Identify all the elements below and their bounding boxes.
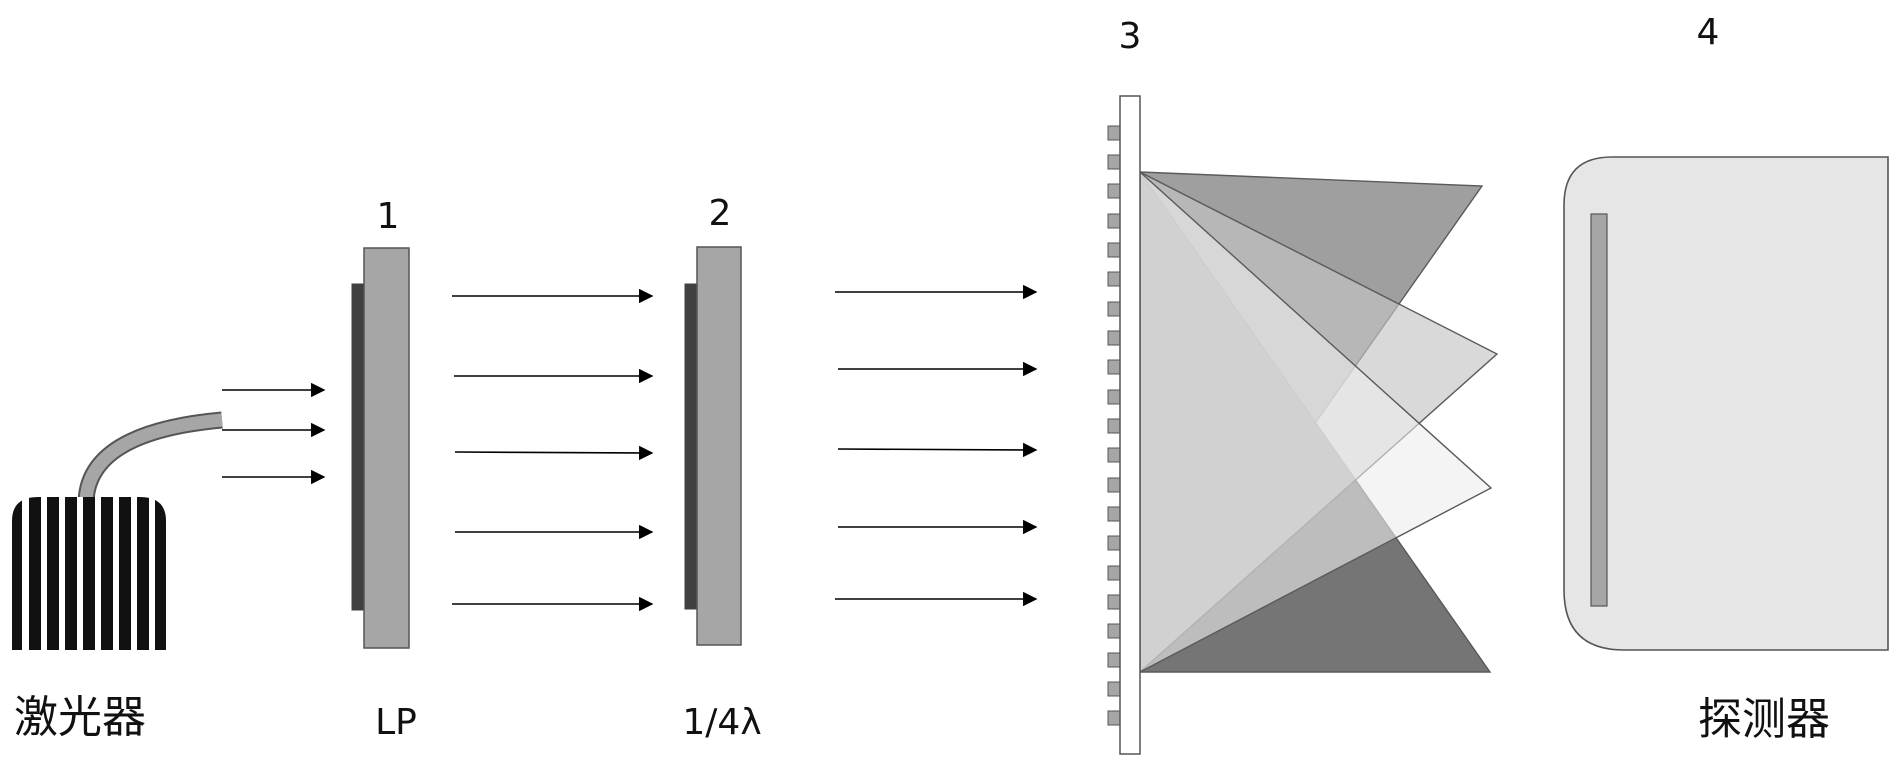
detector: 4 探测器 <box>1563 12 1889 745</box>
label-num-4: 4 <box>1697 12 1720 53</box>
diffraction-beams <box>1139 169 1499 675</box>
beam-arrows-lp-to-waveplate <box>452 288 654 612</box>
laser-stripes <box>12 497 166 650</box>
grating-substrate <box>1119 95 1141 755</box>
label-num-2: 2 <box>709 193 732 234</box>
beam-arrow <box>454 445 654 461</box>
laser: 激光器 <box>12 411 223 743</box>
laser-label: 激光器 <box>14 692 146 743</box>
beam-arrows-laser-to-lp <box>222 382 326 485</box>
polarizer-plate <box>363 247 410 649</box>
label-num-1: 1 <box>377 196 400 237</box>
waveplate-label: 1/4λ <box>682 702 761 743</box>
beam-arrows-waveplate-to-metasurface <box>835 284 1038 607</box>
linear-polarizer: 1 LP <box>351 196 417 743</box>
laser-fiber-cable-fill <box>79 413 223 503</box>
waveplate-plate <box>696 246 742 646</box>
grating-teeth <box>1107 125 1123 726</box>
laser-body <box>12 497 166 650</box>
beam-arrow <box>837 442 1038 458</box>
quarter-wave-plate: 2 1/4λ <box>682 193 761 743</box>
polarizer-label: LP <box>375 702 417 743</box>
detector-label: 探测器 <box>1698 694 1830 745</box>
metasurface-grating: 3 <box>1107 16 1142 755</box>
detector-sensor <box>1590 213 1608 607</box>
label-num-3: 3 <box>1119 16 1142 57</box>
detector-body <box>1563 156 1889 651</box>
